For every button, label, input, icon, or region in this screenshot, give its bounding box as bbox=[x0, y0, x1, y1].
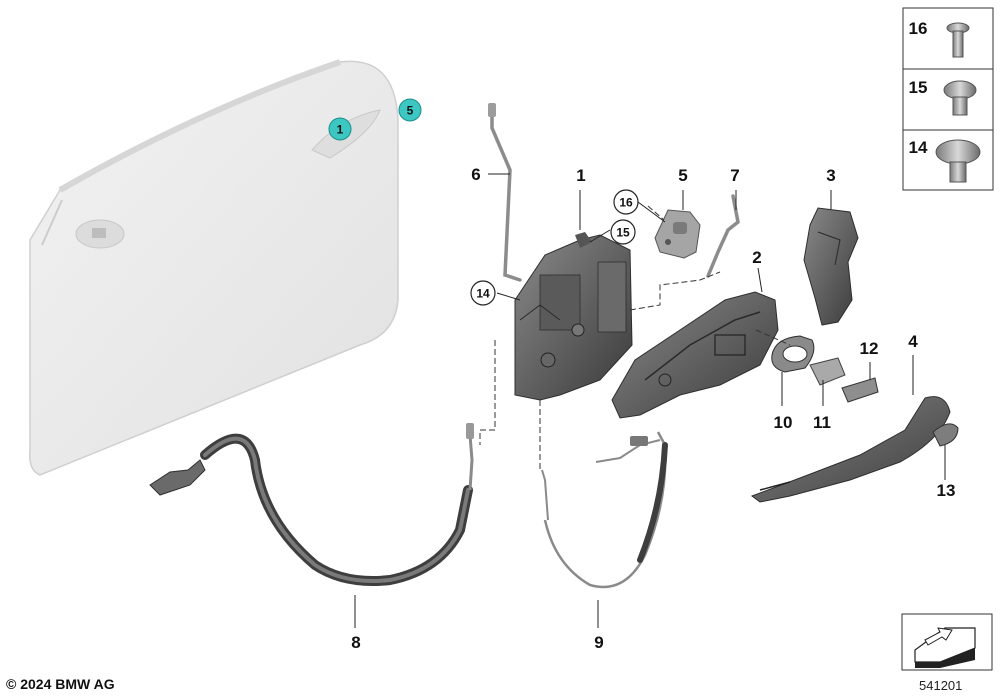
leader-lines bbox=[354, 173, 946, 628]
striker-part-5 bbox=[654, 209, 701, 259]
svg-text:15: 15 bbox=[616, 226, 630, 240]
seal-part-10 bbox=[771, 335, 815, 373]
label-7: 7 bbox=[730, 166, 739, 185]
svg-text:5: 5 bbox=[407, 104, 414, 118]
lock-actuator-part-1 bbox=[514, 232, 633, 401]
cable-part-9 bbox=[541, 431, 668, 589]
label-9: 9 bbox=[594, 633, 603, 652]
svg-text:15: 15 bbox=[909, 78, 928, 97]
dash-lines bbox=[479, 205, 791, 470]
cap-part-13 bbox=[932, 423, 959, 447]
legend-row-15: 15 bbox=[909, 78, 977, 116]
label-2: 2 bbox=[752, 248, 761, 267]
rod-part-6 bbox=[488, 103, 522, 282]
door-callout-1: 1 bbox=[328, 117, 352, 141]
svg-text:16: 16 bbox=[909, 19, 928, 38]
svg-text:16: 16 bbox=[619, 196, 633, 210]
label-12: 12 bbox=[860, 339, 879, 358]
circled-label-14: 14 bbox=[470, 280, 496, 306]
orientation-icon bbox=[901, 613, 993, 671]
svg-text:1: 1 bbox=[337, 123, 344, 137]
label-11: 11 bbox=[813, 413, 831, 432]
label-3: 3 bbox=[826, 166, 835, 185]
label-6: 6 bbox=[471, 165, 480, 184]
label-13: 13 bbox=[937, 481, 956, 500]
legend-row-14: 14 bbox=[909, 138, 981, 183]
door-panel bbox=[28, 59, 399, 476]
label-8: 8 bbox=[351, 633, 360, 652]
clip-part-11 bbox=[809, 357, 846, 386]
label-10: 10 bbox=[774, 413, 793, 432]
handle-carrier-part-2 bbox=[611, 291, 779, 419]
image-number: 541201 bbox=[919, 678, 963, 693]
door-handle-part-4 bbox=[750, 396, 951, 503]
copyright-text: © 2024 BMW AG bbox=[6, 676, 115, 692]
legend-row-16: 16 bbox=[909, 19, 970, 58]
bracket-part-3 bbox=[803, 207, 859, 326]
label-5: 5 bbox=[678, 166, 687, 185]
screw-legend: 16 15 14 bbox=[902, 7, 994, 191]
screw-14-icon bbox=[935, 139, 981, 183]
door-callout-5: 5 bbox=[398, 98, 422, 122]
clip-part-12 bbox=[841, 377, 879, 403]
rod-part-7 bbox=[706, 194, 740, 278]
label-1: 1 bbox=[576, 166, 585, 185]
circled-label-15: 15 bbox=[610, 219, 636, 245]
label-4: 4 bbox=[908, 332, 918, 351]
svg-text:14: 14 bbox=[476, 287, 490, 301]
cable-part-8 bbox=[149, 423, 474, 586]
screw-15-icon bbox=[943, 80, 977, 116]
screw-16-icon bbox=[946, 22, 970, 58]
svg-text:14: 14 bbox=[909, 138, 928, 157]
circled-label-16: 16 bbox=[613, 189, 639, 215]
